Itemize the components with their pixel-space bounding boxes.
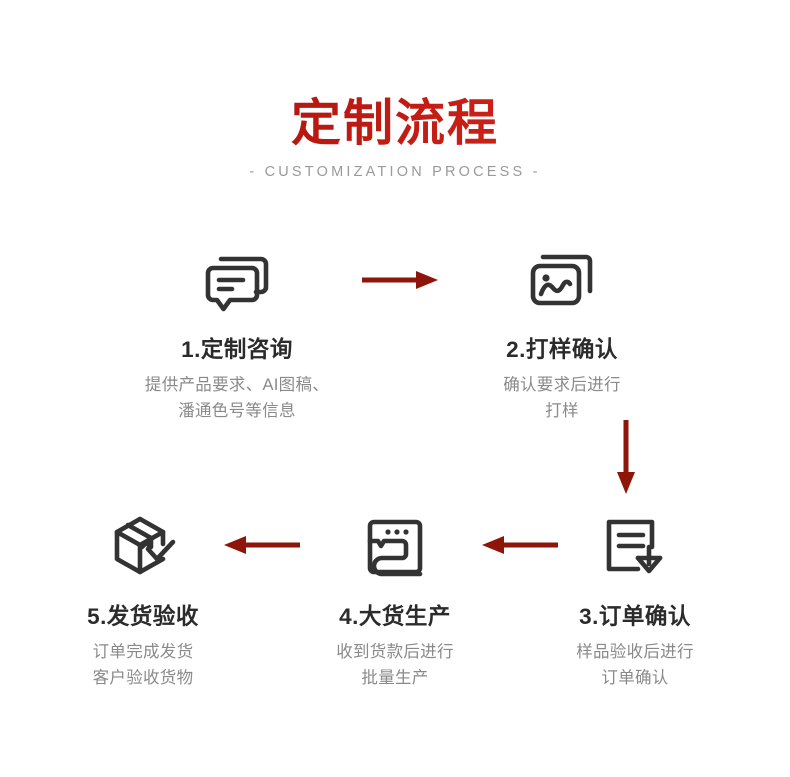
step-3-title: 3.订单确认 bbox=[579, 604, 691, 629]
step-1-icon-wrap bbox=[122, 238, 352, 322]
chat-bubble-icon bbox=[199, 242, 275, 318]
step-4-description: 收到货款后进行 批量生产 bbox=[280, 640, 510, 691]
step-5-icon-wrap bbox=[28, 505, 258, 589]
arrow-step4-to-step5 bbox=[222, 533, 302, 562]
step-1-title: 1.定制咨询 bbox=[181, 337, 293, 362]
package-check-icon bbox=[103, 509, 183, 585]
page-subtitle: - CUSTOMIZATION PROCESS - bbox=[249, 164, 541, 180]
document-download-icon bbox=[597, 509, 673, 585]
step-2-sample-confirmation: 2.打样确认 确认要求后进行 打样 bbox=[447, 238, 677, 424]
step-3-desc-line-1: 样品验收后进行 bbox=[576, 643, 694, 661]
step-2-description: 确认要求后进行 打样 bbox=[447, 373, 677, 424]
sewing-machine-icon bbox=[357, 509, 433, 585]
step-4-title: 4.大货生产 bbox=[339, 604, 451, 629]
step-5-shipment-acceptance: 5.发货验收 订单完成发货 客户验收货物 bbox=[28, 505, 258, 691]
step-1-consultation: 1.定制咨询 提供产品要求、AI图稿、 潘通色号等信息 bbox=[122, 238, 352, 424]
step-3-desc-line-2: 订单确认 bbox=[601, 668, 669, 687]
step-3-icon-wrap bbox=[520, 505, 750, 589]
step-5-description: 订单完成发货 客户验收货物 bbox=[28, 640, 258, 691]
step-3-description: 样品验收后进行 订单确认 bbox=[520, 640, 750, 691]
step-4-desc-line-1: 收到货款后进行 bbox=[336, 643, 454, 661]
arrow-step1-to-step2 bbox=[360, 268, 440, 297]
step-5-desc-line-1: 订单完成发货 bbox=[92, 643, 194, 661]
arrow-step3-to-step4 bbox=[480, 533, 560, 562]
step-2-icon-wrap bbox=[447, 238, 677, 322]
step-1-desc-line-1: 提供产品要求、AI图稿、 bbox=[144, 376, 330, 394]
step-2-desc-line-1: 确认要求后进行 bbox=[503, 376, 621, 394]
page-title: 定制流程 bbox=[0, 96, 790, 150]
step-4-desc-line-2: 批量生产 bbox=[361, 668, 429, 687]
step-4-bulk-production: 4.大货生产 收到货款后进行 批量生产 bbox=[280, 505, 510, 691]
header: 定制流程 - CUSTOMIZATION PROCESS - bbox=[0, 96, 790, 180]
photo-stack-icon bbox=[524, 242, 600, 318]
step-1-description: 提供产品要求、AI图稿、 潘通色号等信息 bbox=[122, 373, 352, 424]
step-5-desc-line-2: 客户验收货物 bbox=[92, 668, 194, 687]
step-2-title: 2.打样确认 bbox=[506, 337, 618, 362]
step-4-icon-wrap bbox=[280, 505, 510, 589]
arrow-step2-to-step3 bbox=[612, 418, 640, 501]
step-2-desc-line-2: 打样 bbox=[545, 401, 579, 420]
step-3-order-confirmation: 3.订单确认 样品验收后进行 订单确认 bbox=[520, 505, 750, 691]
step-5-title: 5.发货验收 bbox=[87, 604, 199, 629]
step-1-desc-line-2: 潘通色号等信息 bbox=[178, 401, 296, 420]
